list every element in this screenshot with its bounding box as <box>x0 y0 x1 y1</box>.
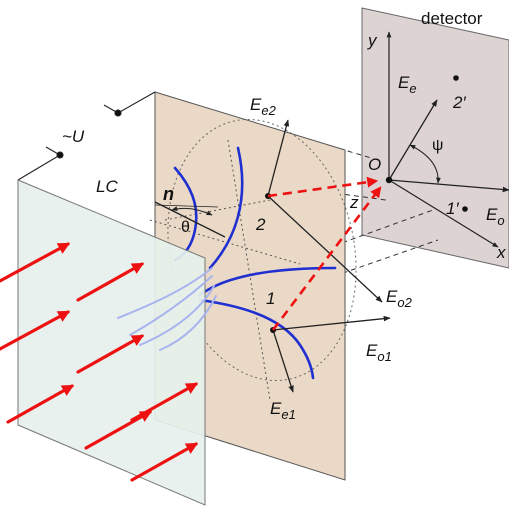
ee-label: Ee <box>398 73 417 96</box>
eo2-vector <box>267 195 383 303</box>
rotation-circle <box>167 118 357 382</box>
detector-panel <box>361 7 509 269</box>
point-2-prime-dot <box>453 75 459 81</box>
detector-label: detector <box>421 9 483 28</box>
ghost-line-4 <box>159 295 217 351</box>
point-1-prime-dot <box>462 206 468 212</box>
ghost-line-3 <box>139 285 215 346</box>
theta-label: θ <box>181 219 190 236</box>
psi-label: ψ <box>432 137 443 154</box>
ghost-lines <box>117 267 217 351</box>
theta-arc <box>171 206 213 216</box>
wire-to-glass <box>17 146 62 181</box>
light-arrow-7 <box>130 382 199 422</box>
disclination-lower-right <box>198 298 315 380</box>
lc-label: LC <box>96 177 118 196</box>
ee-vector <box>388 99 438 181</box>
wire-to-lc <box>103 91 156 114</box>
terminal-upper <box>114 109 122 117</box>
light-arrow-5 <box>76 334 145 374</box>
point-2-prime-label: 2′ <box>452 93 466 112</box>
terminal-lower <box>56 151 64 159</box>
voltage-wires <box>17 91 156 181</box>
origin-label: O <box>368 155 381 174</box>
origin-dot <box>385 176 393 184</box>
eo1-label: Eo1 <box>366 341 392 364</box>
light-arrow-2 <box>0 310 71 351</box>
x-axis-line <box>388 179 499 248</box>
laser-paths <box>267 176 382 331</box>
point-2-label: 2 <box>255 215 266 234</box>
eo2-label: Eo2 <box>386 287 413 310</box>
light-arrow-8 <box>130 442 199 482</box>
voltage-label: ~U <box>62 127 85 146</box>
light-arrow-6 <box>84 410 153 450</box>
dotted-axis-vertical <box>227 139 271 401</box>
point-1-label: 1 <box>266 289 275 308</box>
glass-panel <box>17 179 206 506</box>
psi-arc <box>409 144 441 184</box>
eo1-vector <box>272 315 391 331</box>
eo-label: Eo <box>486 205 505 228</box>
ghost-line-1 <box>117 267 213 319</box>
point-1-prime-label: 1′ <box>446 199 459 218</box>
projection-line-bottom <box>299 239 439 289</box>
ee2-vector <box>267 119 290 197</box>
glass-plate <box>17 179 206 506</box>
z-axis-label: z <box>349 193 359 212</box>
incident-light <box>0 242 199 482</box>
light-arrow-1 <box>0 242 71 283</box>
eo-vector <box>388 179 509 193</box>
disclination-upper-right <box>208 146 244 270</box>
director-line <box>154 201 226 238</box>
y-axis-label: y <box>367 31 378 50</box>
ee2-label: Ee2 <box>250 95 277 118</box>
light-arrow-3 <box>6 384 75 424</box>
ee1-vector <box>272 329 294 393</box>
director-label: n <box>163 184 174 204</box>
x-axis-label: x <box>496 243 506 262</box>
projection-line-low <box>299 209 434 259</box>
detector-plane <box>361 7 509 269</box>
ghost-line-2 <box>129 275 213 336</box>
laser-path-upper <box>267 176 379 198</box>
dotted-axis-horizontal <box>149 219 301 265</box>
light-arrow-4 <box>76 262 145 302</box>
ee1-label: Ee1 <box>270 399 296 422</box>
